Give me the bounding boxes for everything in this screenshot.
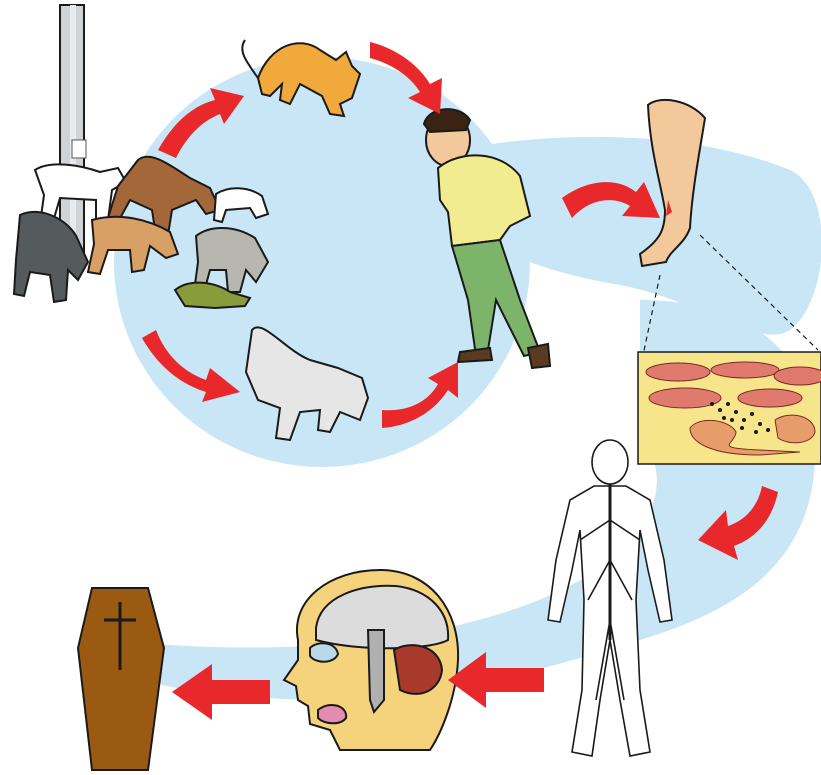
coffin-icon xyxy=(78,588,164,770)
virus-tissue-icon xyxy=(638,352,821,464)
brain-icon xyxy=(284,570,458,750)
